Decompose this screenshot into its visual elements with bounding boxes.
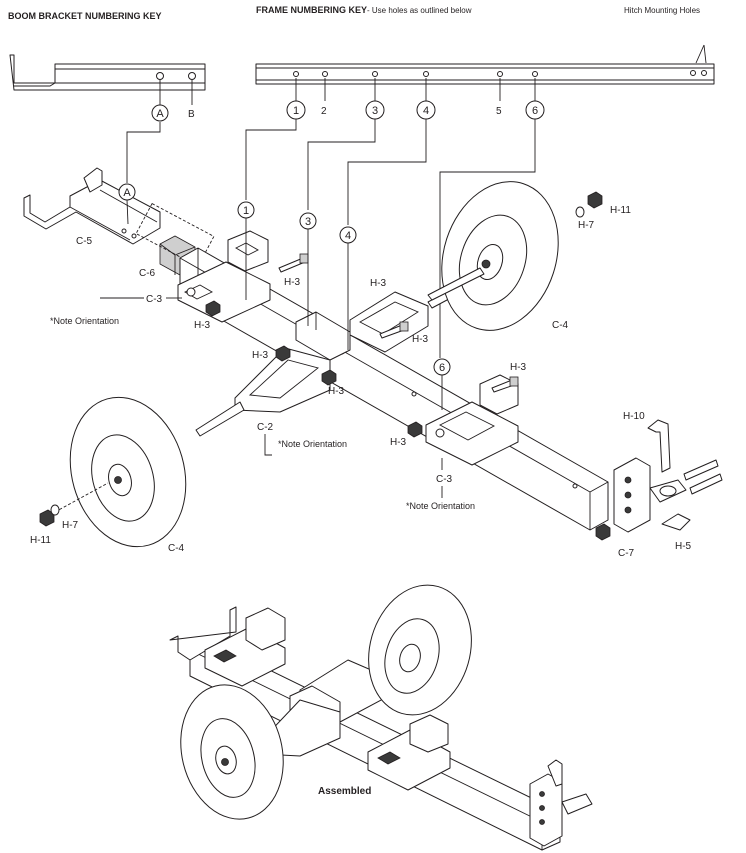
label-c4-left: C-4 (168, 543, 185, 554)
hitch-bolts (683, 459, 723, 495)
exploded-callout-6: 6 (433, 358, 451, 376)
svg-text:1: 1 (243, 205, 249, 217)
nut-h11-left (39, 509, 55, 527)
svg-text:3: 3 (305, 216, 311, 228)
label-c7: C-7 (618, 548, 635, 559)
label-h3-g: H-3 (510, 362, 527, 373)
exploded-callout-a: A (118, 183, 136, 201)
hitch-nut (595, 523, 611, 541)
note-orientation-1: *Note Orientation (50, 316, 119, 326)
frame-hole-5: 5 (496, 106, 502, 117)
callout-circle-a: A (151, 104, 169, 122)
hitch-mounting-holes-label: Hitch Mounting Holes (624, 6, 700, 15)
label-h11-left: H-11 (30, 535, 51, 546)
frame-hole-3: 3 (365, 100, 385, 120)
axle-bracket-upper (349, 285, 463, 353)
label-c2: C-2 (257, 422, 274, 433)
svg-text:6: 6 (532, 105, 538, 117)
svg-text:A: A (156, 108, 164, 120)
frame-key-title: FRAME NUMBERING KEY- Use holes as outlin… (256, 5, 472, 15)
nut-h3-right (407, 421, 423, 438)
label-h11-right: H-11 (610, 205, 631, 216)
frame-hole-1: 1 (286, 100, 306, 120)
left-wheel-axis-line (54, 482, 109, 513)
frame-hole-6: 6 (525, 100, 545, 120)
boom-hole-b-label: B (188, 109, 195, 120)
frame-key-title-sub: - Use holes as outlined below (367, 6, 472, 15)
axle-bracket-c2 (195, 347, 331, 437)
bolt-h3-left-upper (278, 253, 309, 273)
nut-h3-left-lower (205, 300, 221, 317)
center-clamp-3 (295, 311, 351, 361)
label-h10: H-10 (623, 411, 645, 422)
exploded-callout-1: 1 (237, 201, 255, 219)
boom-bracket-key-title: BOOM BRACKET NUMBERING KEY (8, 11, 162, 21)
nut-h3-center-lower (321, 369, 337, 386)
callout-leaders (126, 119, 536, 358)
bolt-h3-center-right (379, 321, 409, 339)
wheel-c4-right (427, 181, 559, 331)
frame-key-title-main: FRAME NUMBERING KEY (256, 5, 367, 15)
boom-hole-a (156, 72, 164, 80)
exploded-view: A (23, 167, 723, 548)
label-h3-a: H-3 (284, 277, 301, 288)
svg-text:4: 4 (345, 230, 351, 242)
svg-text:6: 6 (439, 362, 445, 374)
bracket-c3-left (177, 230, 271, 323)
svg-text:1: 1 (293, 105, 299, 117)
label-c4-right: C-4 (552, 320, 569, 331)
svg-text:A: A (123, 187, 131, 199)
label-h7-left: H-7 (62, 520, 79, 531)
label-c3-left: C-3 (146, 294, 163, 305)
assembled-label: Assembled (318, 786, 371, 797)
label-c5: C-5 (76, 236, 93, 247)
assembled-view (169, 584, 593, 851)
nut-h3-center-left (275, 345, 291, 362)
label-h7-right: H-7 (578, 220, 595, 231)
note-orientation-2: *Note Orientation (278, 439, 347, 449)
frame-hole-2: 2 (321, 106, 327, 117)
boom-bracket-key-drawing: A B (9, 54, 206, 122)
label-h3-c: H-3 (370, 278, 387, 289)
wheel-c4-left (69, 396, 187, 548)
washer-h7-right (575, 206, 585, 218)
nut-h11-right (587, 191, 603, 209)
frame-key-drawing: 1 2 3 4 5 6 (255, 44, 715, 120)
svg-text:3: 3 (372, 105, 378, 117)
exploded-callout-4: 4 (339, 226, 357, 244)
label-h5: H-5 (675, 541, 692, 552)
washer-h7-left (50, 504, 60, 516)
lynch-pin-h5 (661, 513, 691, 531)
svg-text:4: 4 (423, 105, 429, 117)
label-c3-right: C-3 (436, 474, 453, 485)
exploded-callout-3: 3 (299, 212, 317, 230)
boom-hole-b (188, 72, 196, 80)
label-c6: C-6 (139, 268, 156, 279)
bracket-c3-right (425, 374, 519, 466)
label-h3-e: H-3 (252, 350, 269, 361)
frame-hole-4: 4 (416, 100, 436, 120)
boom-bracket-c5 (23, 167, 161, 245)
label-h3-b: H-3 (194, 320, 211, 331)
note-orientation-3: *Note Orientation (406, 501, 475, 511)
label-h3-f: H-3 (328, 386, 345, 397)
label-h3-d: H-3 (412, 334, 429, 345)
hitch-pin-h10 (647, 419, 671, 473)
label-h3-h: H-3 (390, 437, 407, 448)
hitch-plate-c7 (613, 457, 687, 533)
bolt-h3-right (491, 376, 519, 393)
